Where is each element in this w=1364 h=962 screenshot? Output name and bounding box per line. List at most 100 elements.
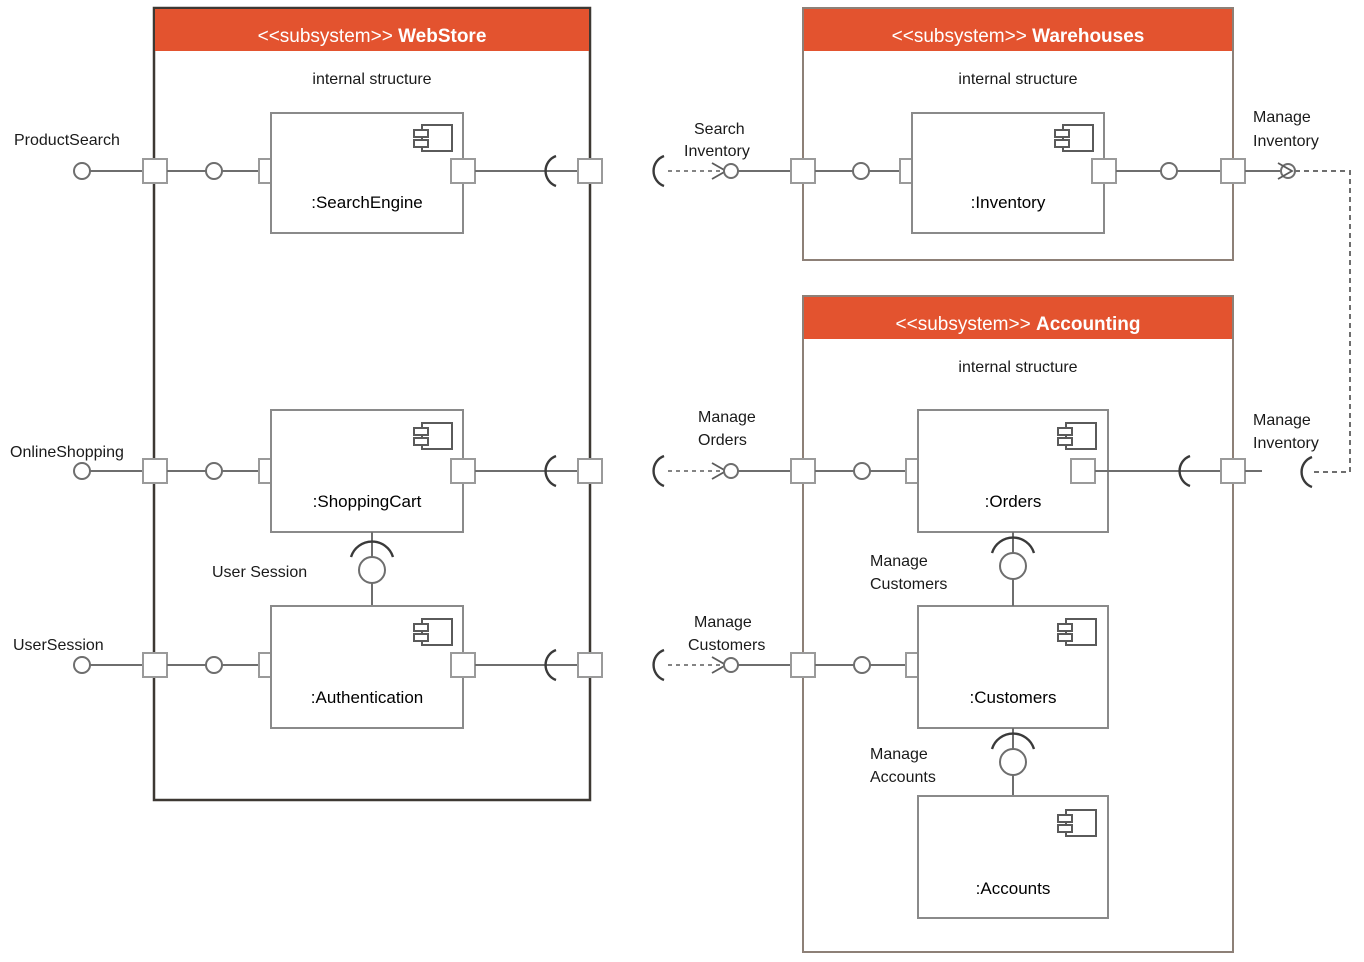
- webstore-internal-structure-label: internal structure: [312, 71, 431, 88]
- accounting-stereotype: <<subsystem>>: [896, 314, 1036, 335]
- webstore-port-manageorders[interactable]: [577, 458, 603, 484]
- warehouses-title: <<subsystem>> Warehouses: [892, 26, 1145, 47]
- manage-orders-label-line1: Manage: [698, 409, 756, 426]
- component-shoppingcart[interactable]: :ShoppingCart: [270, 409, 464, 533]
- orders-label: :Orders: [985, 492, 1042, 511]
- searchengine-port-right[interactable]: [450, 158, 476, 184]
- inventory-provided-ball-icon: [852, 162, 870, 180]
- warehouses-title-bar: [804, 9, 1232, 51]
- manage-inventory-socket-icon: [1300, 455, 1313, 489]
- authentication-provided-ball-icon: [205, 656, 223, 674]
- accounting-internal-structure-label: internal structure: [958, 359, 1077, 376]
- inventory-label: :Inventory: [971, 193, 1046, 212]
- user-session-socket-icon: [349, 540, 395, 558]
- accounting-title-bar: [804, 297, 1232, 339]
- component-authentication[interactable]: :Authentication: [270, 605, 464, 729]
- customers-provided-ball-icon: [853, 656, 871, 674]
- assembly-manage-orders[interactable]: Manage Orders: [652, 409, 803, 488]
- manage-inventory-dependency-line: [1295, 170, 1351, 473]
- component-inventory[interactable]: :Inventory: [911, 112, 1105, 234]
- onlineshopping-label: OnlineShopping: [10, 444, 124, 461]
- authentication-label: :Authentication: [311, 688, 423, 707]
- assembly-manage-customers[interactable]: Manage Customers: [652, 614, 803, 682]
- manage-orders-ball-icon: [723, 463, 739, 479]
- manage-inventory-arrow-icon: [1277, 162, 1294, 180]
- manage-accounts-label-line1: Manage: [870, 746, 928, 763]
- provided-interface-onlineshopping[interactable]: OnlineShopping: [10, 444, 155, 480]
- productsearch-ball-icon: [73, 162, 91, 180]
- manage-inventory-bot-label-line1: Manage: [1253, 412, 1311, 429]
- search-inventory-ball-icon: [723, 163, 739, 179]
- component-customers[interactable]: :Customers: [917, 605, 1109, 729]
- orders-required-socket-icon: [1178, 454, 1191, 488]
- manage-customers-ball-icon: [723, 657, 739, 673]
- webstore-port-usersession[interactable]: [142, 652, 168, 678]
- manage-customers-label-line2: Customers: [688, 637, 765, 654]
- manage-accounts-label-line2: Accounts: [870, 769, 936, 786]
- usersession-label: UserSession: [13, 637, 104, 654]
- assembly-search-inventory[interactable]: Search Inventory: [652, 121, 803, 188]
- webstore-title-bar: [155, 9, 589, 51]
- searchengine-provided-ball-icon: [205, 162, 223, 180]
- component-accounts[interactable]: :Accounts: [917, 795, 1109, 919]
- provided-interface-usersession[interactable]: UserSession: [13, 637, 155, 674]
- manage-inventory-top-label-line2: Inventory: [1253, 133, 1319, 150]
- search-inventory-socket-icon: [652, 154, 665, 188]
- shoppingcart-required-socket-icon: [544, 454, 557, 488]
- manage-customers-socket-icon: [652, 648, 665, 682]
- shoppingcart-label: :ShoppingCart: [313, 492, 422, 511]
- assembly-manage-inventory[interactable]: Manage Inventory Manage Inventory: [1245, 109, 1351, 489]
- accounting-port-left-customers[interactable]: [790, 652, 816, 678]
- orders-provided-ball-icon: [853, 462, 871, 480]
- warehouses-stereotype: <<subsystem>>: [892, 26, 1032, 47]
- accounting-port-left-orders[interactable]: [790, 458, 816, 484]
- search-inventory-label-line2: Inventory: [684, 143, 750, 160]
- accounting-port-right[interactable]: [1220, 458, 1246, 484]
- accounting-name: Accounting: [1036, 314, 1141, 335]
- user-session-label: User Session: [212, 564, 307, 581]
- customers-label: :Customers: [970, 688, 1057, 707]
- authentication-port-right[interactable]: [450, 652, 476, 678]
- warehouses-port-right[interactable]: [1220, 158, 1246, 184]
- manage-customers-int-ball-icon: [999, 552, 1027, 580]
- warehouses-manageinventory-ball-icon: [1160, 162, 1178, 180]
- webstore-port-managecustomers[interactable]: [577, 652, 603, 678]
- warehouses-port-left[interactable]: [790, 158, 816, 184]
- component-searchengine[interactable]: :SearchEngine: [270, 112, 464, 234]
- webstore-port-productsearch[interactable]: [142, 158, 168, 184]
- manage-inventory-bot-label-line2: Inventory: [1253, 435, 1319, 452]
- warehouses-name: Warehouses: [1032, 26, 1144, 47]
- webstore-name: WebStore: [398, 26, 486, 47]
- manage-customers-int-socket-icon: [990, 536, 1036, 554]
- webstore-title: <<subsystem>> WebStore: [258, 26, 487, 47]
- webstore-stereotype: <<subsystem>>: [258, 26, 398, 47]
- manage-customers-int-label-line2: Customers: [870, 576, 947, 593]
- orders-port-right[interactable]: [1070, 458, 1096, 484]
- user-session-ball-icon: [358, 556, 386, 584]
- internal-interface-manage-accounts[interactable]: Manage Accounts: [870, 728, 1036, 796]
- warehouses-internal-structure-label: internal structure: [958, 71, 1077, 88]
- accounts-label: :Accounts: [976, 879, 1051, 898]
- webstore-port-searchinventory[interactable]: [577, 158, 603, 184]
- shoppingcart-port-right[interactable]: [450, 458, 476, 484]
- manage-customers-int-label-line1: Manage: [870, 553, 928, 570]
- webstore-port-onlineshopping[interactable]: [142, 458, 168, 484]
- provided-interface-productsearch[interactable]: ProductSearch: [14, 132, 155, 180]
- manage-orders-socket-icon: [652, 454, 665, 488]
- manage-accounts-ball-icon: [999, 748, 1027, 776]
- search-inventory-label-line1: Search: [694, 121, 745, 138]
- internal-interface-manage-customers[interactable]: Manage Customers: [870, 532, 1036, 606]
- manage-orders-label-line2: Orders: [698, 432, 747, 449]
- searchengine-label: :SearchEngine: [311, 193, 423, 212]
- inventory-port-right[interactable]: [1091, 158, 1117, 184]
- productsearch-label: ProductSearch: [14, 132, 120, 149]
- searchengine-required-socket-icon: [544, 154, 557, 188]
- accounting-title: <<subsystem>> Accounting: [896, 314, 1141, 335]
- manage-customers-label-line1: Manage: [694, 614, 752, 631]
- internal-interface-user-session[interactable]: User Session: [212, 532, 395, 606]
- onlineshopping-ball-icon: [73, 462, 91, 480]
- manage-inventory-top-label-line1: Manage: [1253, 109, 1311, 126]
- manage-accounts-socket-icon: [990, 732, 1036, 750]
